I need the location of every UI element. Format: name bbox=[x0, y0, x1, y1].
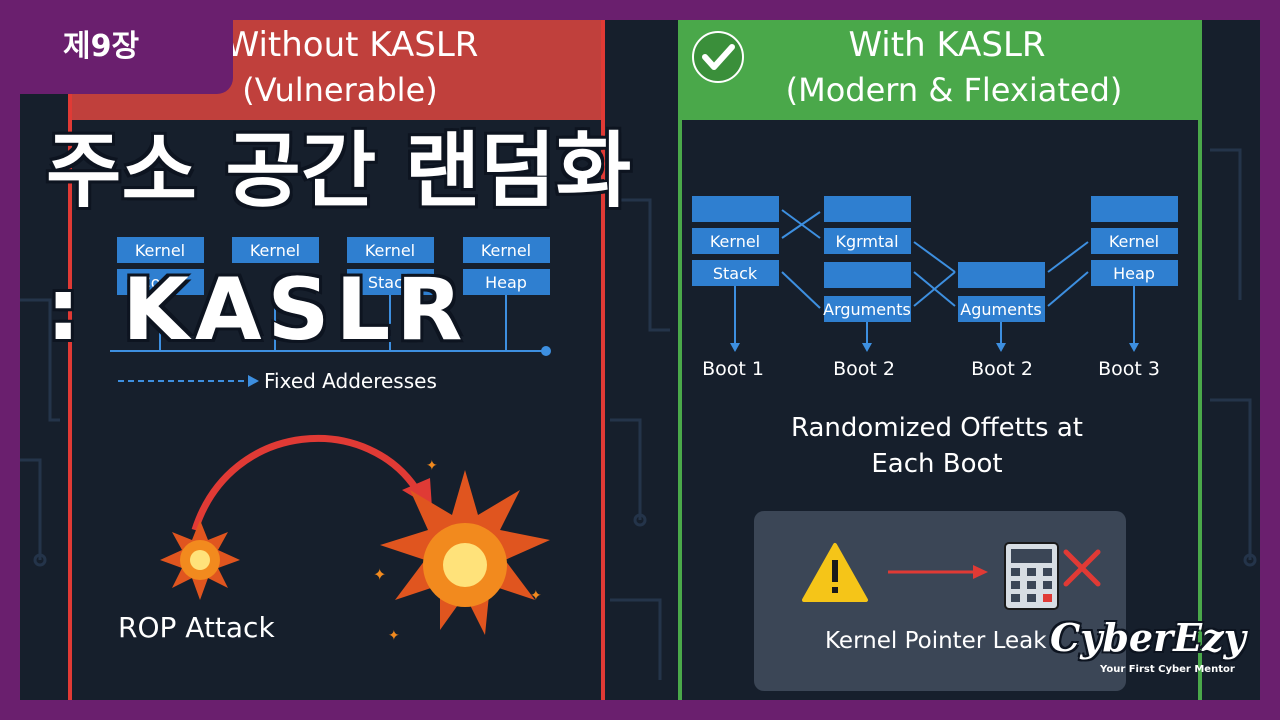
cross-icon bbox=[1063, 549, 1101, 587]
svg-text:✦: ✦ bbox=[373, 565, 386, 584]
left-box-kernel-1 bbox=[117, 237, 204, 263]
left-box-kernel-3 bbox=[347, 237, 434, 263]
small-explosion-icon bbox=[160, 520, 240, 600]
boot2-box-mid bbox=[824, 262, 911, 288]
boot1-box-stack bbox=[692, 260, 779, 286]
boot2b-box-top bbox=[958, 262, 1045, 288]
boot-label-2: Boot 2 bbox=[833, 358, 895, 380]
svg-text:✦: ✦ bbox=[426, 458, 438, 474]
right-header-bg bbox=[680, 20, 1200, 120]
left-box-kernel-2-label: Kernel bbox=[250, 241, 300, 260]
boot2-box-arguments bbox=[824, 296, 911, 322]
chapter-badge: 제9장 bbox=[20, 20, 233, 94]
left-box-code bbox=[117, 269, 204, 295]
circuit-background bbox=[20, 148, 1257, 680]
left-header-line1: Without KASLR bbox=[226, 25, 479, 65]
diagram-canvas: Without KASLR (Vulnerable) Kernel Kernel… bbox=[20, 20, 1260, 700]
check-circle-icon bbox=[692, 31, 744, 83]
left-box-code-label: Code bbox=[140, 273, 181, 292]
boot2b-aguments-label: Aguments bbox=[960, 300, 1041, 319]
main-title-line2: : KASLR bbox=[46, 260, 469, 360]
logo-name: CyberEzy bbox=[1050, 615, 1246, 660]
boot-label-4: Boot 3 bbox=[1098, 358, 1160, 380]
warning-icon bbox=[802, 543, 868, 602]
boot1-box-kernel bbox=[692, 228, 779, 254]
logo-tagline: Your First Cyber Mentor bbox=[1100, 664, 1235, 675]
right-header-line1: With KASLR bbox=[848, 25, 1045, 65]
left-box-kernel-3-label: Kernel bbox=[365, 241, 415, 260]
right-header-line2: (Modern & Flexiated) bbox=[786, 71, 1123, 109]
boot3-heap-label: Heap bbox=[1113, 264, 1155, 283]
left-box-kernel-4-label: Kernel bbox=[481, 241, 531, 260]
main-title-line1: 주소 공간 랜덤화 bbox=[44, 123, 632, 221]
svg-text:✦: ✦ bbox=[530, 588, 542, 604]
boot-label-1: Boot 1 bbox=[702, 358, 764, 380]
kernel-pointer-leak-label: Kernel Pointer Leak bbox=[825, 628, 1047, 654]
boot3-kernel-label: Kernel bbox=[1109, 232, 1159, 251]
boot1-box-top bbox=[692, 196, 779, 222]
boot1-stack-label: Stack bbox=[713, 264, 758, 283]
boot3-box-kernel bbox=[1091, 228, 1178, 254]
diagram-svg: Without KASLR (Vulnerable) Kernel Kernel… bbox=[20, 20, 1257, 700]
large-explosion-icon: ✦ ✦ ✦ ✦ bbox=[373, 458, 550, 644]
left-box-kernel-4 bbox=[463, 237, 550, 263]
randomized-caption-line2: Each Boot bbox=[871, 449, 1002, 479]
cyberezy-logo: CyberEzy Your First Cyber Mentor bbox=[1050, 614, 1250, 684]
boot3-box-top bbox=[1091, 196, 1178, 222]
boot-arrowheads bbox=[730, 343, 1139, 352]
left-box-heap bbox=[463, 269, 550, 295]
left-box-kernel-2 bbox=[232, 237, 319, 263]
left-baseline-dot bbox=[541, 346, 551, 356]
left-box-stack-label: Stack bbox=[368, 273, 413, 292]
fixed-arrow-head bbox=[248, 375, 259, 387]
boot2-box-top bbox=[824, 196, 911, 222]
randomized-caption-line1: Randomized Offetts at bbox=[791, 413, 1083, 443]
left-header-line2: (Vulnerable) bbox=[242, 71, 437, 109]
left-box-heap-label: Heap bbox=[485, 273, 527, 292]
svg-text:✦: ✦ bbox=[388, 628, 400, 644]
left-box-kernel-1-label: Kernel bbox=[135, 241, 185, 260]
boot2-kgrmtal-label: Kgrmtal bbox=[835, 232, 898, 251]
left-panel: Without KASLR (Vulnerable) Kernel Kernel… bbox=[68, 20, 605, 700]
rop-arc-arrow bbox=[191, 435, 424, 532]
fixed-addresses-label: Fixed Adderesses bbox=[264, 369, 437, 393]
left-connector-lines bbox=[110, 295, 546, 352]
boot-label-3: Boot 2 bbox=[971, 358, 1033, 380]
right-panel: With KASLR (Modern & Flexiated) Kernel S… bbox=[678, 20, 1202, 700]
boot2b-box-aguments bbox=[958, 296, 1045, 322]
boot2-box-kgrmtal bbox=[824, 228, 911, 254]
rop-attack-label: ROP Attack bbox=[118, 611, 275, 644]
calculator-icon bbox=[1004, 542, 1059, 610]
boot-down-arrows bbox=[734, 286, 1135, 345]
offset-arrows bbox=[781, 209, 1089, 309]
boot3-box-heap bbox=[1091, 260, 1178, 286]
boot1-kernel-label: Kernel bbox=[710, 232, 760, 251]
leak-arrowhead bbox=[973, 565, 988, 579]
boot2-arguments-label: Arguments bbox=[823, 300, 911, 319]
left-box-stack bbox=[347, 269, 434, 295]
